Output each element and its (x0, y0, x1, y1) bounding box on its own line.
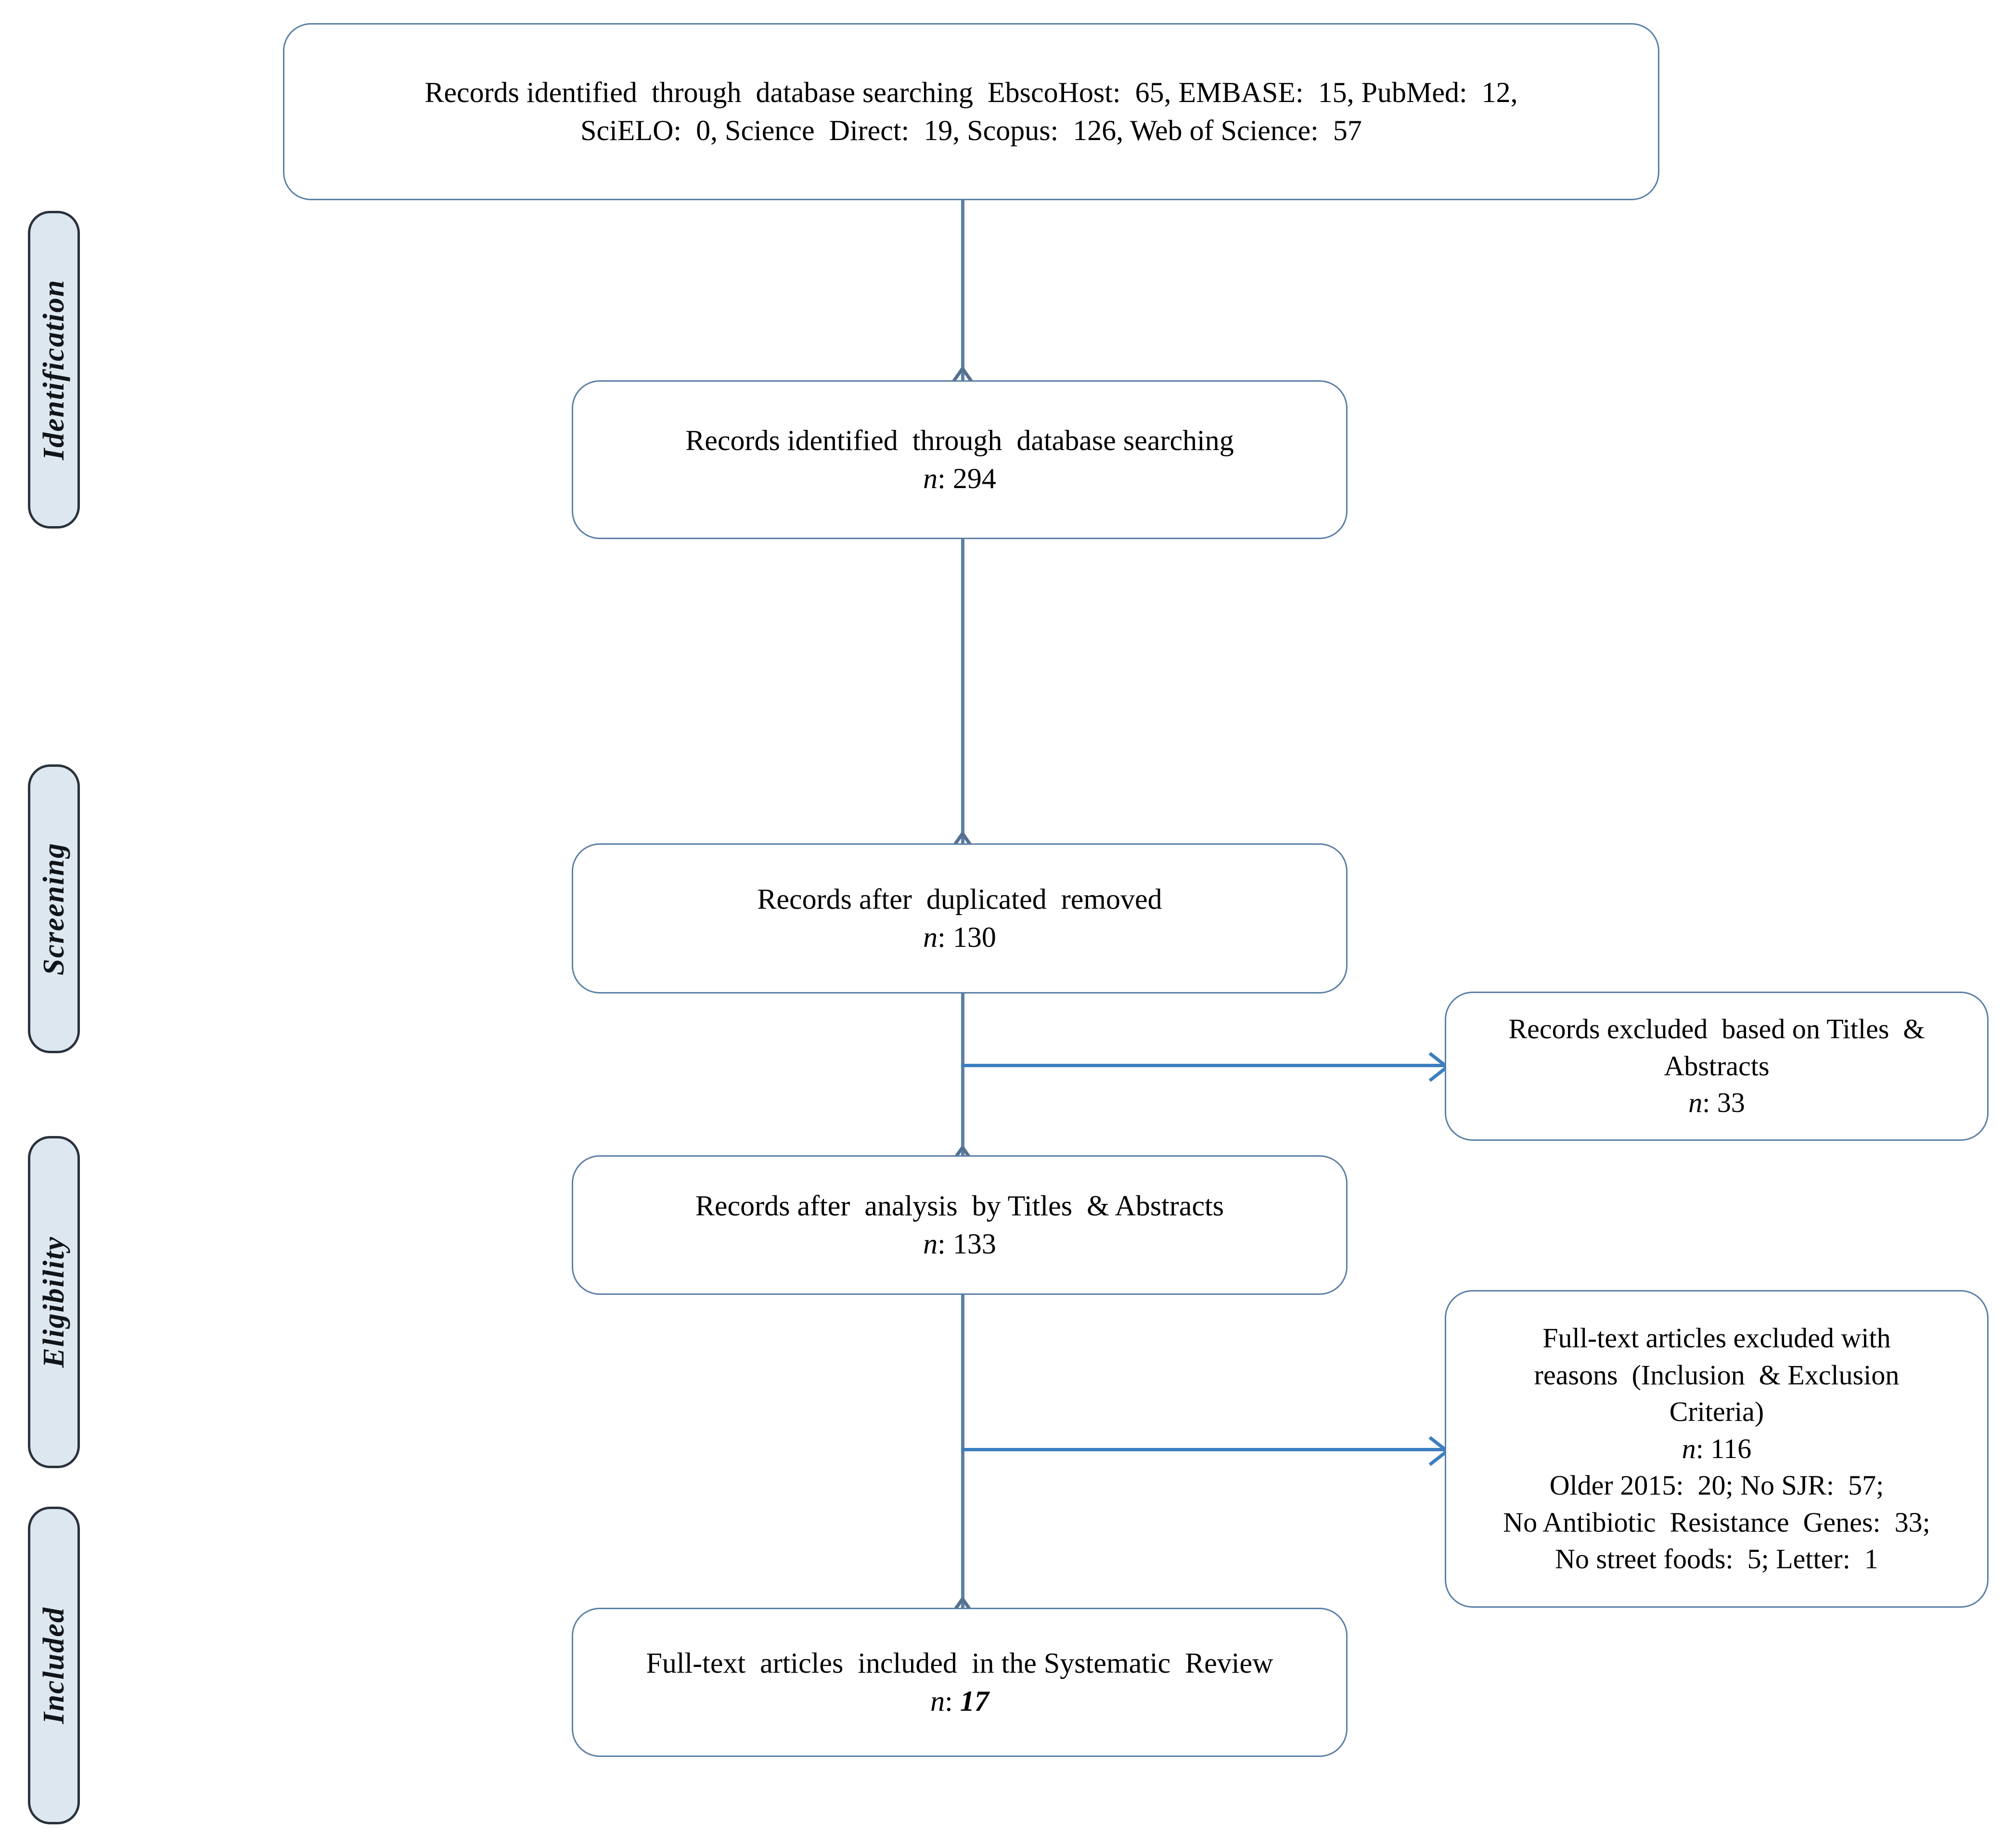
fulltext-excluded-reason-2: No Antibiotic Resistance Genes: 33; (1503, 1506, 1930, 1538)
fulltext-excluded-reason-1: Older 2015: 20; No SJR: 57; (1549, 1470, 1884, 1501)
sources-line-2: SciELO: 0, Science Direct: 19, Scopus: 1… (580, 115, 1362, 146)
stage-box-eligibility: Eligibility (28, 1136, 80, 1468)
stage-label-screening: Screening (37, 842, 70, 976)
included-n-sep: : (945, 1685, 960, 1717)
fulltext-excluded-line-3: Criteria) (1669, 1396, 1764, 1428)
branch-to-excluded-fulltext (961, 1448, 1447, 1451)
duplicates-n-value: 130 (952, 921, 996, 953)
duplicates-n-label: n (923, 921, 938, 953)
excluded-titles-line-2: Abstracts (1664, 1050, 1770, 1082)
after-titles-n-sep: : (937, 1228, 953, 1260)
connector-duplicates-to-after-titles (961, 994, 964, 1162)
duplicates-line-1: Records after duplicated removed (757, 883, 1162, 915)
connector-sources-to-identified (961, 200, 964, 382)
identified-n-value: 294 (952, 463, 996, 494)
stage-label-identification: Identification (37, 279, 70, 460)
excluded-titles-line-1: Records excluded based on Titles & (1508, 1013, 1925, 1045)
box-records-identified: Records identified through database sear… (572, 380, 1348, 539)
identified-count: n: 294 (923, 460, 996, 498)
stage-box-included: Included (28, 1507, 80, 1824)
stage-label-included: Included (37, 1607, 70, 1724)
stage-label-eligibility: Eligibility (37, 1236, 70, 1368)
box-records-after-titles: Records after analysis by Titles & Abstr… (572, 1155, 1348, 1295)
fulltext-excluded-line-2: reasons (Inclusion & Exclusion (1534, 1359, 1900, 1391)
excluded-titles-n-label: n (1688, 1087, 1703, 1119)
branch-to-excluded-titles (961, 1064, 1447, 1067)
excluded-titles-n-sep: : (1702, 1087, 1717, 1119)
box-records-excluded-titles: Records excluded based on Titles & Abstr… (1445, 992, 1989, 1141)
fulltext-excluded-n-value: 116 (1710, 1433, 1752, 1464)
duplicates-n-sep: : (937, 921, 953, 953)
included-n-label: n (930, 1685, 945, 1717)
identified-n-sep: : (937, 463, 953, 494)
stage-box-identification: Identification (28, 211, 80, 529)
sources-line-1: Records identified through database sear… (424, 76, 1518, 108)
excluded-titles-count: n: 33 (1688, 1084, 1745, 1122)
identified-line-1: Records identified through database sear… (685, 424, 1234, 456)
duplicates-count: n: 130 (923, 918, 996, 956)
box-records-identified-sources: Records identified through database sear… (283, 23, 1659, 200)
fulltext-excluded-reason-3: No street foods: 5; Letter: 1 (1555, 1543, 1878, 1575)
fulltext-excluded-n-label: n (1682, 1433, 1696, 1464)
included-n-value: 17 (960, 1685, 989, 1717)
box-records-after-duplicates: Records after duplicated removed n: 130 (572, 843, 1348, 994)
after-titles-n-value: 133 (952, 1228, 996, 1260)
stage-box-screening: Screening (28, 764, 80, 1053)
connector-identified-to-duplicates (961, 539, 964, 848)
excluded-titles-n-value: 33 (1717, 1087, 1745, 1119)
included-line-1: Full-text articles included in the Syste… (646, 1647, 1273, 1679)
fulltext-excluded-count: n: 116 (1682, 1431, 1751, 1468)
identified-n-label: n (923, 463, 938, 494)
box-fulltext-excluded: Full-text articles excluded with reasons… (1445, 1290, 1989, 1608)
after-titles-line-1: Records after analysis by Titles & Abstr… (695, 1189, 1224, 1222)
box-articles-included: Full-text articles included in the Syste… (572, 1608, 1348, 1757)
after-titles-count: n: 133 (923, 1225, 996, 1263)
after-titles-n-label: n (923, 1228, 938, 1260)
included-count: n: 17 (930, 1682, 989, 1720)
connector-after-titles-to-included (961, 1295, 964, 1613)
fulltext-excluded-n-sep: : (1695, 1433, 1711, 1464)
fulltext-excluded-line-1: Full-text articles excluded with (1542, 1322, 1891, 1354)
